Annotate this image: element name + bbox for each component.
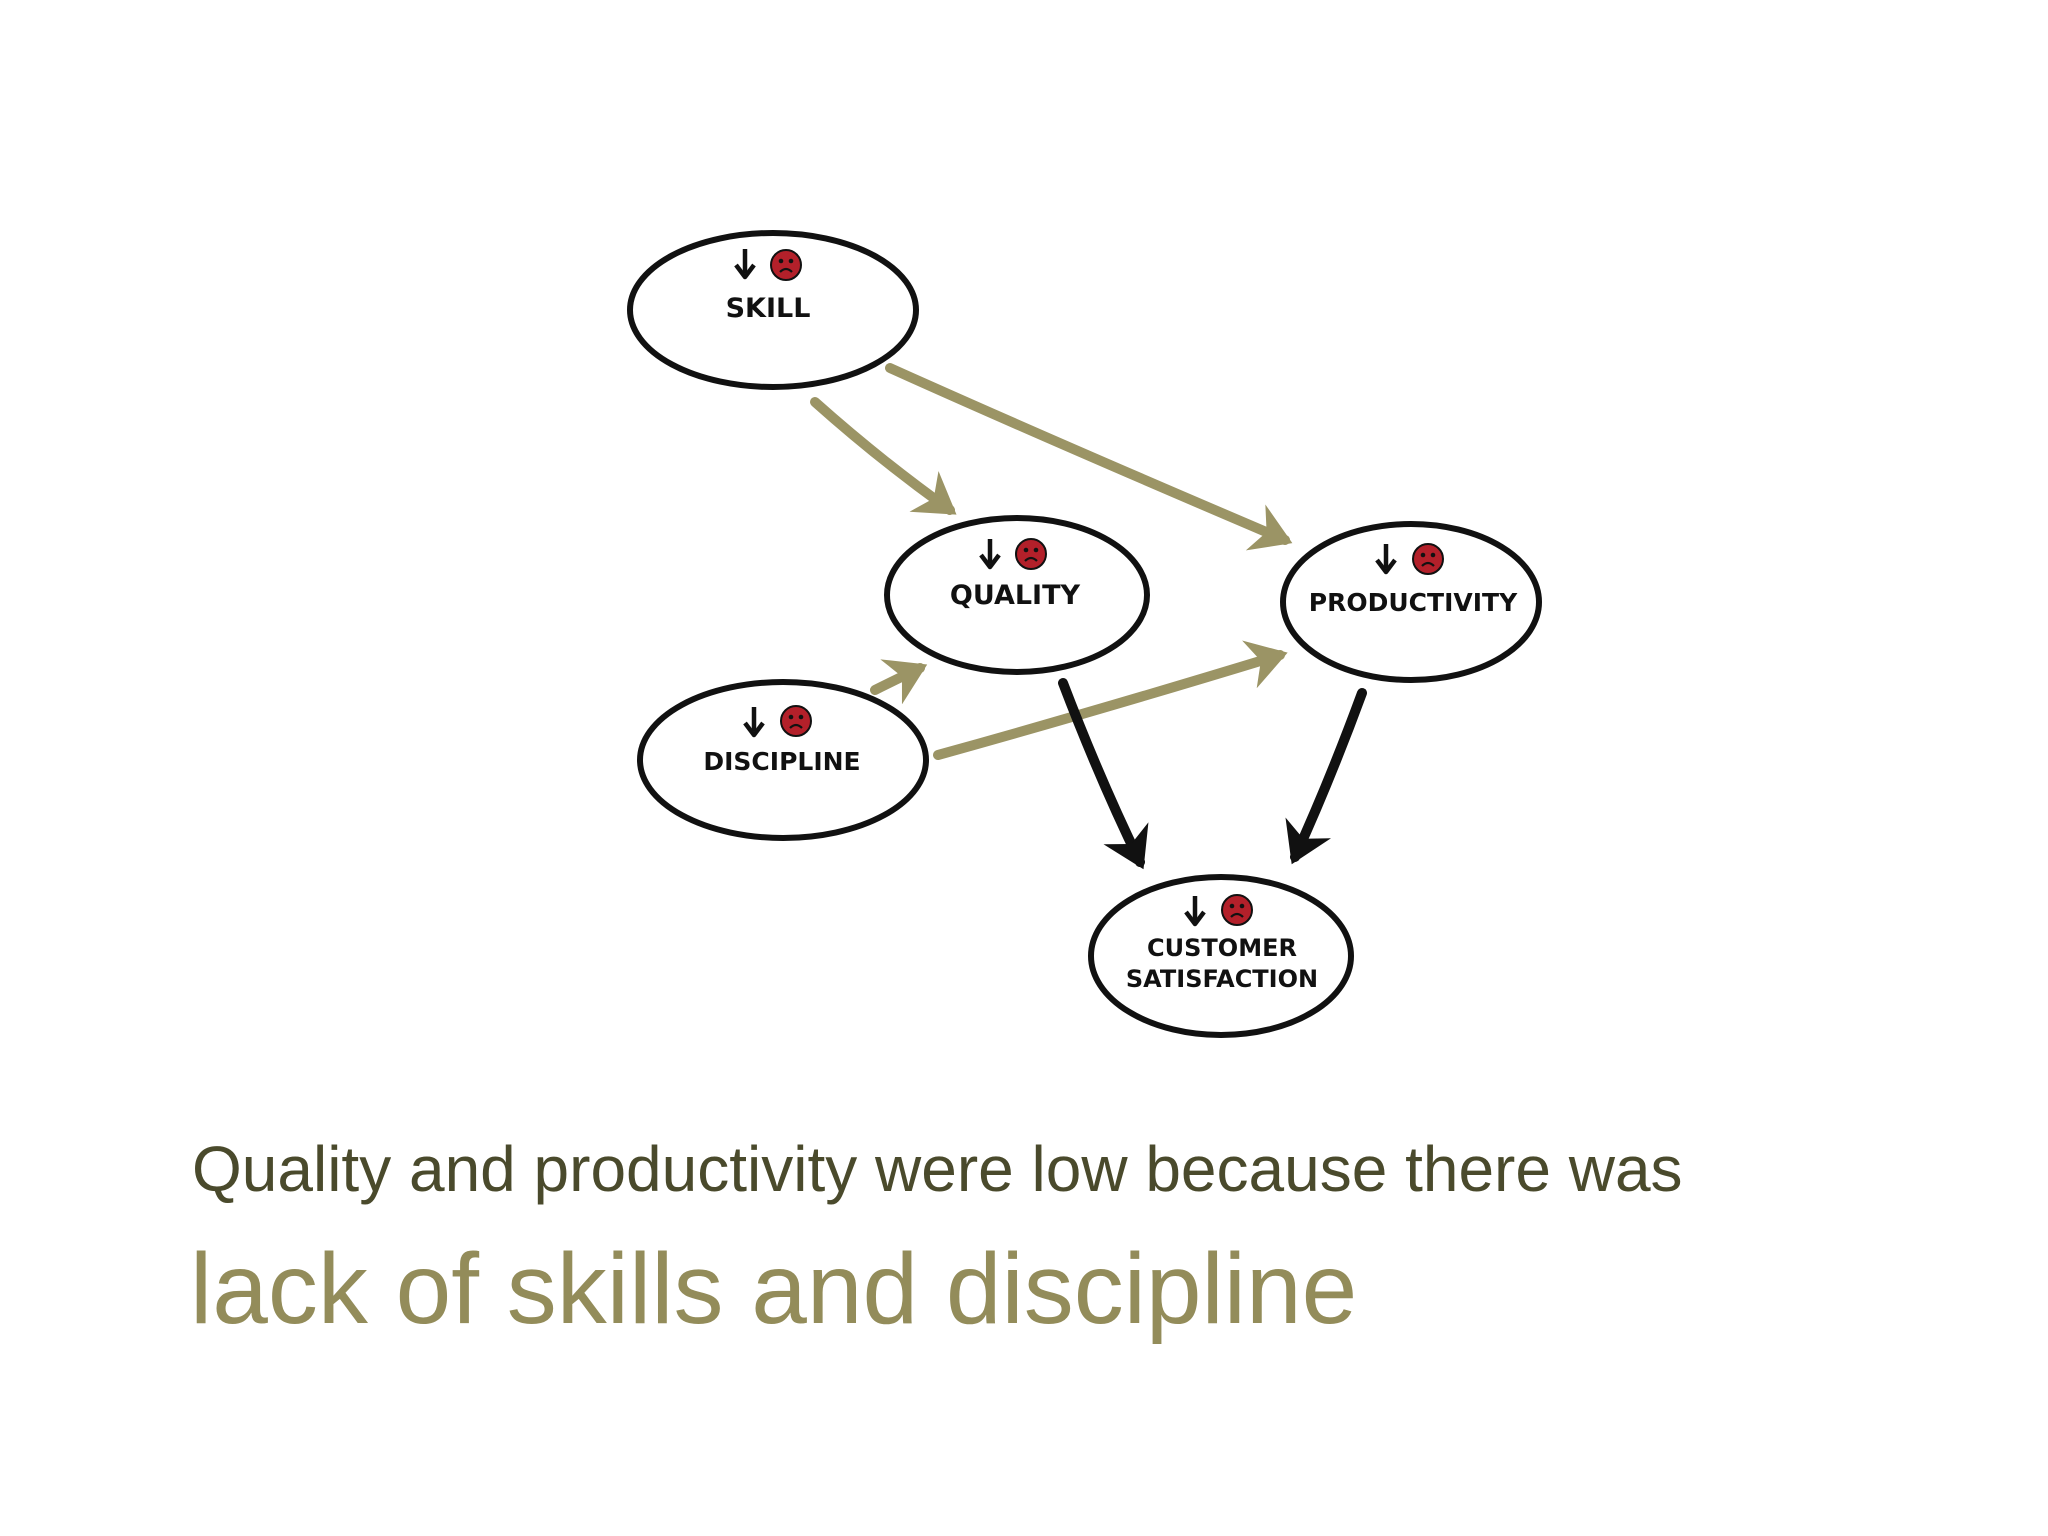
- node-productivity-shape: [1280, 521, 1542, 683]
- sad-face-icon: [1220, 893, 1254, 927]
- edge-productivity-to-customer-satisfaction: [1285, 688, 1367, 865]
- node-quality-label: QUALITY: [950, 580, 1081, 611]
- edge-skill-to-quality: [810, 397, 957, 515]
- node-quality-shape: [884, 515, 1150, 675]
- sad-face-icon: [1411, 542, 1445, 576]
- edge-discipline-to-quality: [870, 659, 928, 705]
- node-customer-satisfaction-label-line1: CUSTOMER: [1147, 934, 1297, 962]
- edge-skill-to-productivity: [885, 363, 1293, 551]
- node-skill-shape: [627, 230, 919, 390]
- sad-face-icon: [1014, 537, 1048, 571]
- sad-face-icon: [769, 248, 803, 282]
- node-customer-satisfaction-shape: [1088, 874, 1354, 1038]
- edge-quality-to-customer-satisfaction: [1058, 678, 1149, 870]
- caption-headline: lack of skills and discipline: [190, 1233, 1358, 1345]
- node-customer-satisfaction-label-line2: SATISFACTION: [1126, 965, 1318, 993]
- node-customer-satisfaction: CUSTOMER SATISFACTION: [1088, 874, 1354, 1038]
- node-skill-label: SKILL: [726, 293, 811, 324]
- node-discipline-shape: [637, 679, 929, 841]
- node-productivity-label: PRODUCTIVITY: [1309, 588, 1518, 617]
- edge-discipline-to-productivity: [933, 640, 1288, 760]
- sad-face-icon: [779, 704, 813, 738]
- node-discipline: DISCIPLINE: [637, 679, 929, 841]
- node-quality: QUALITY: [884, 515, 1150, 675]
- node-productivity: PRODUCTIVITY: [1280, 521, 1542, 683]
- caption-subtitle: Quality and productivity were low becaus…: [192, 1133, 1683, 1205]
- node-discipline-label: DISCIPLINE: [703, 747, 860, 776]
- node-skill: SKILL: [627, 230, 919, 390]
